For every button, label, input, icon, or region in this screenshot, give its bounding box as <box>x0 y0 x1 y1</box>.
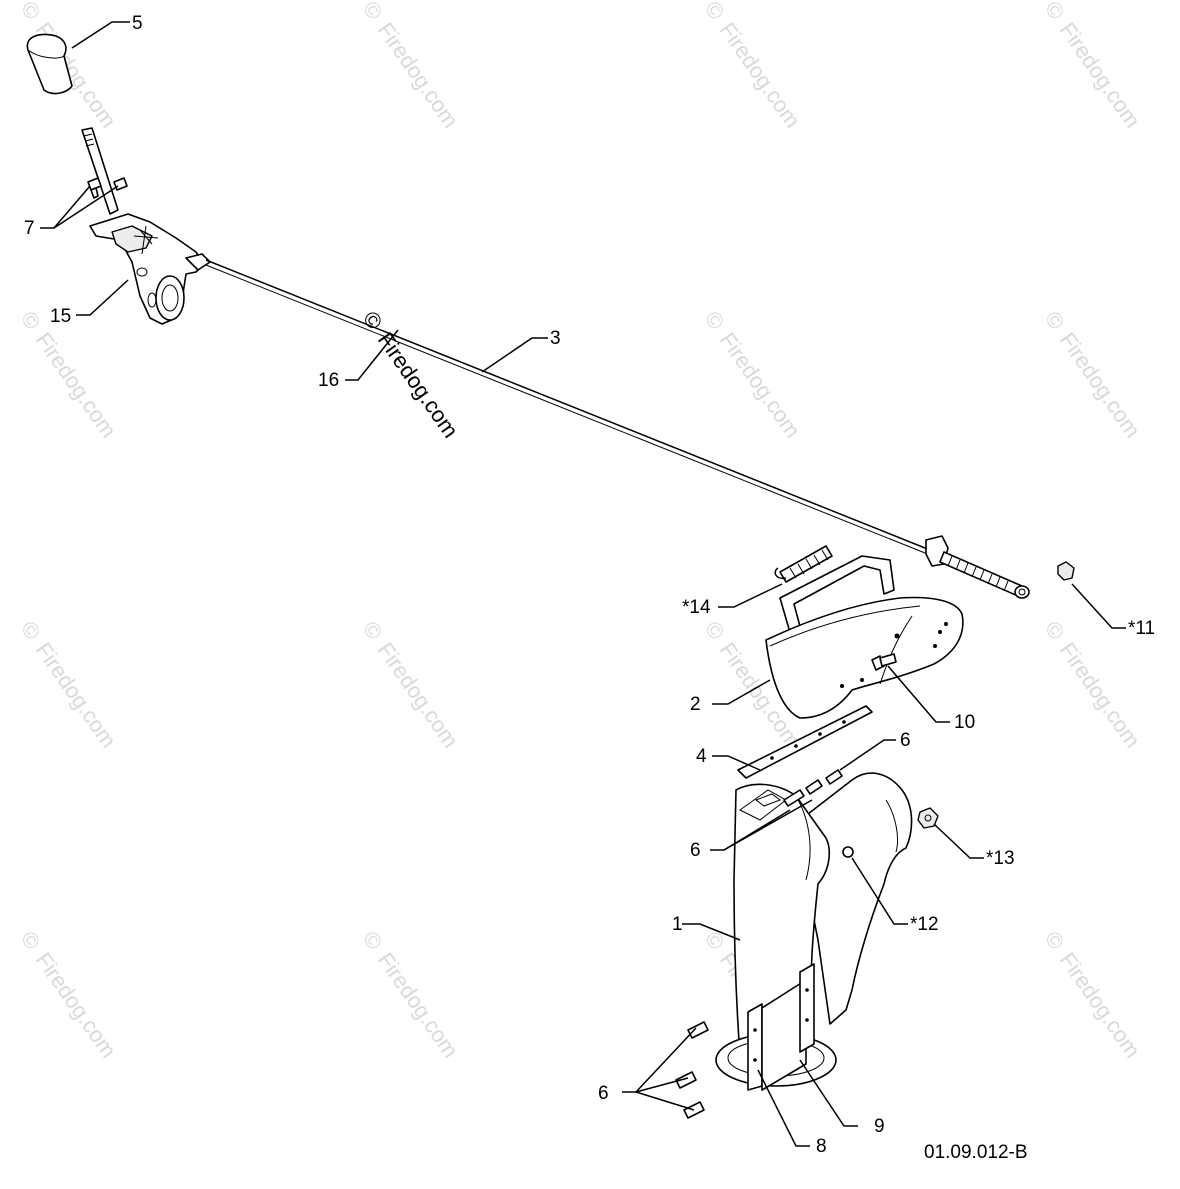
callout-1: 1 <box>672 914 683 935</box>
watermark-9: ©Firedog.com <box>358 617 464 753</box>
svg-text:Firedog.com: Firedog.com <box>31 638 122 753</box>
part-14-spring <box>774 545 833 583</box>
svg-text:©: © <box>358 0 388 24</box>
callout-4: 4 <box>696 746 707 767</box>
svg-text:©: © <box>16 307 46 335</box>
part-1-chute <box>715 769 913 1091</box>
callout-10: 10 <box>954 712 975 733</box>
part-3-cable <box>205 259 1030 599</box>
svg-text:Firedog.com: Firedog.com <box>373 638 464 753</box>
callout-6-bottom: 6 <box>598 1083 609 1104</box>
svg-text:©: © <box>1040 617 1070 645</box>
svg-text:©: © <box>700 0 730 24</box>
svg-text:Firedog.com: Firedog.com <box>1055 948 1146 1063</box>
callout-labels: 5 7 15 16 3 *14 *11 2 10 4 6 6 *13 *12 1… <box>24 13 1155 1163</box>
svg-text:©: © <box>700 307 730 335</box>
watermark-2: ©Firedog.com <box>358 0 464 132</box>
watermark-6: ©Firedog.com <box>700 307 806 443</box>
callout-3: 3 <box>550 328 561 349</box>
svg-text:Firedog.com: Firedog.com <box>1055 18 1146 133</box>
part-15-lever-assembly <box>81 127 211 325</box>
svg-text:Firedog.com: Firedog.com <box>1055 328 1146 443</box>
svg-text:©: © <box>358 307 388 335</box>
callout-12: *12 <box>910 914 939 935</box>
watermark-13: ©Firedog.com <box>358 927 464 1063</box>
svg-text:©: © <box>358 617 388 645</box>
figure-code: 01.09.012-B <box>924 1142 1028 1163</box>
callout-5: 5 <box>132 13 143 34</box>
callout-11: *11 <box>1128 618 1155 639</box>
svg-text:Firedog.com: Firedog.com <box>373 18 464 133</box>
svg-text:©: © <box>1040 0 1070 24</box>
watermark-7: ©Firedog.com <box>1040 307 1146 443</box>
watermark-3: ©Firedog.com <box>700 0 806 132</box>
callout-7: 7 <box>24 218 35 239</box>
svg-text:©: © <box>16 927 46 955</box>
callout-6-middle: 6 <box>690 840 701 861</box>
callout-13: *13 <box>986 848 1015 869</box>
svg-text:©: © <box>1040 307 1070 335</box>
svg-text:Firedog.com: Firedog.com <box>31 328 122 443</box>
watermark-center: © Firedog.com <box>358 307 464 443</box>
watermark-layer: ©Firedog.com ©Firedog.com ©Firedog.com ©… <box>16 0 1146 1062</box>
callout-2: 2 <box>690 694 701 715</box>
part-6-rivets <box>675 1021 709 1119</box>
leader-lines <box>40 21 1126 1147</box>
callout-8: 8 <box>816 1136 827 1157</box>
watermark-8: ©Firedog.com <box>16 617 122 753</box>
part-5-knob <box>26 33 73 95</box>
part-4-strip <box>737 705 873 779</box>
svg-text:©: © <box>358 927 388 955</box>
svg-text:Firedog.com: Firedog.com <box>31 948 122 1063</box>
callout-16: 16 <box>318 370 339 391</box>
callout-15: 15 <box>50 306 71 327</box>
watermark-4: ©Firedog.com <box>1040 0 1146 132</box>
svg-text:©: © <box>700 617 730 645</box>
svg-text:Firedog.com: Firedog.com <box>715 328 806 443</box>
watermark-12: ©Firedog.com <box>16 927 122 1063</box>
svg-text:Firedog.com: Firedog.com <box>373 948 464 1063</box>
svg-text:©: © <box>16 0 46 24</box>
svg-text:©: © <box>1040 927 1070 955</box>
svg-text:©: © <box>16 617 46 645</box>
watermark-15: ©Firedog.com <box>1040 927 1146 1063</box>
svg-text:Firedog.com: Firedog.com <box>715 18 806 133</box>
watermark-1: ©Firedog.com <box>16 0 122 132</box>
part-2-deflector <box>765 555 964 719</box>
callout-9: 9 <box>874 1116 885 1137</box>
svg-text:Firedog.com: Firedog.com <box>1055 638 1146 753</box>
part-13-nut <box>917 807 939 829</box>
callout-14: *14 <box>682 597 711 618</box>
callout-6-top: 6 <box>900 730 911 751</box>
part-11-nut <box>1057 561 1075 581</box>
